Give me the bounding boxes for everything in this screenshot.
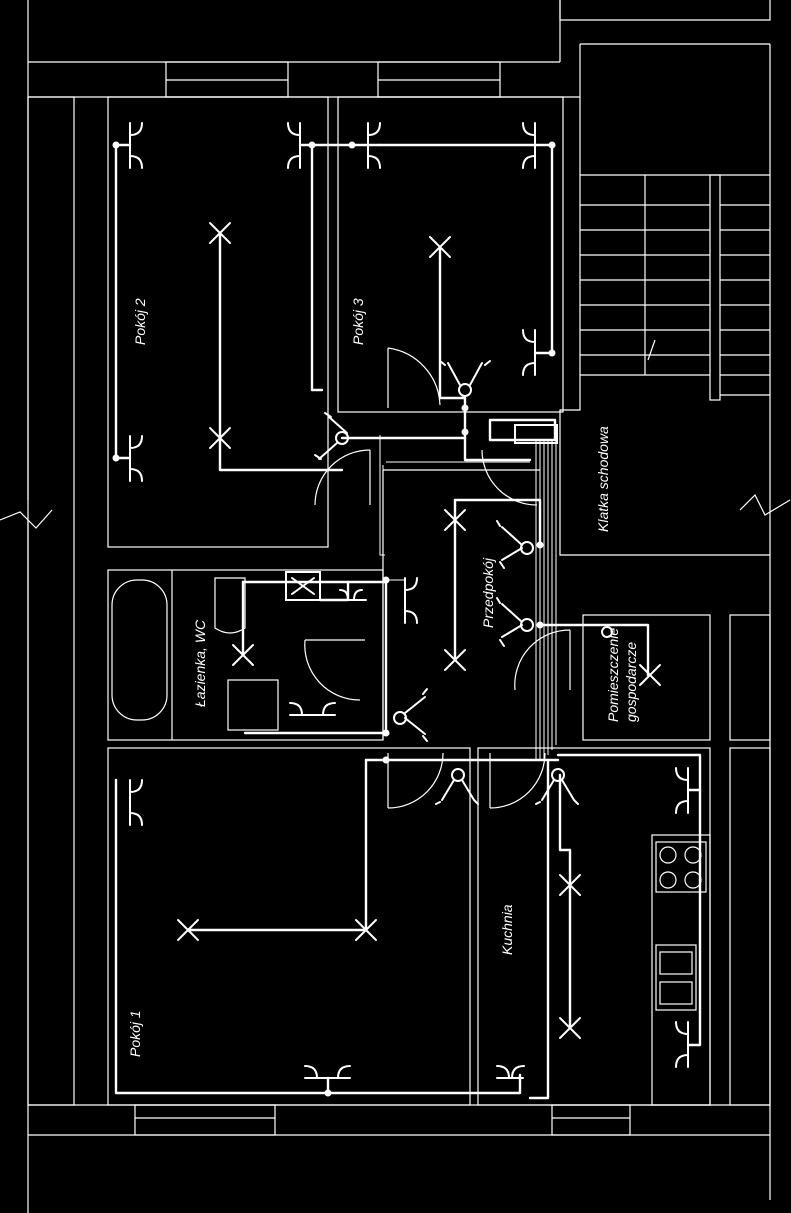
outlet-icon [289,702,336,716]
switch-icon [496,520,534,569]
outlet-icon [404,577,418,624]
room-label-gospodarcze: gospodarcze [623,642,639,722]
outlet-icon [304,1065,351,1079]
wiring [114,143,702,1100]
room-label-klatka: Klatka schodowa [595,426,611,532]
outlet-icon [522,122,536,169]
cross-icon [444,649,466,671]
outlet-icon [496,1065,525,1079]
cross-icon [429,236,451,258]
cross-icon [559,1017,581,1039]
switch-icon [314,412,349,460]
switch-icon [393,688,428,742]
switch-icon [535,768,579,805]
outlet-icon [129,779,143,826]
cross-icon [559,874,581,896]
room-label-pokoj3: Pokój 3 [350,298,366,345]
room-label-lazienka: Łazienka, WC [192,619,208,707]
panel-icon [514,424,558,444]
outlet-icon [367,122,381,169]
cross-icon [177,919,199,941]
cross-icon [209,427,231,449]
cross-icon [444,509,466,531]
outlet-icon [287,122,301,169]
junction-dots [112,141,556,1097]
outlet-icon [129,435,143,482]
switch-icon [439,360,491,397]
cross-icon [232,644,254,666]
stairs [580,174,770,401]
room-label-kuchnia: Kuchnia [499,904,515,955]
switch-icon [496,597,534,647]
fan-icon [285,571,321,601]
cross-icon [209,222,231,244]
cross-icon [355,919,377,941]
room-label-pomieszczenie: Pomieszczenie [605,628,621,722]
outlet-icon [129,122,143,169]
outlet-icon [522,329,536,376]
outlet-icon [335,589,367,601]
switch-icon [601,626,613,638]
outlet-icon [675,767,689,814]
switch-icon [435,768,479,805]
outlet-icon [675,1021,689,1068]
cross-icon [639,664,661,686]
room-label-przedpokoj: Przedpokój [480,557,496,628]
room-label-pokoj2: Pokój 2 [132,298,148,345]
room-label-pokoj1: Pokój 1 [127,1010,143,1057]
